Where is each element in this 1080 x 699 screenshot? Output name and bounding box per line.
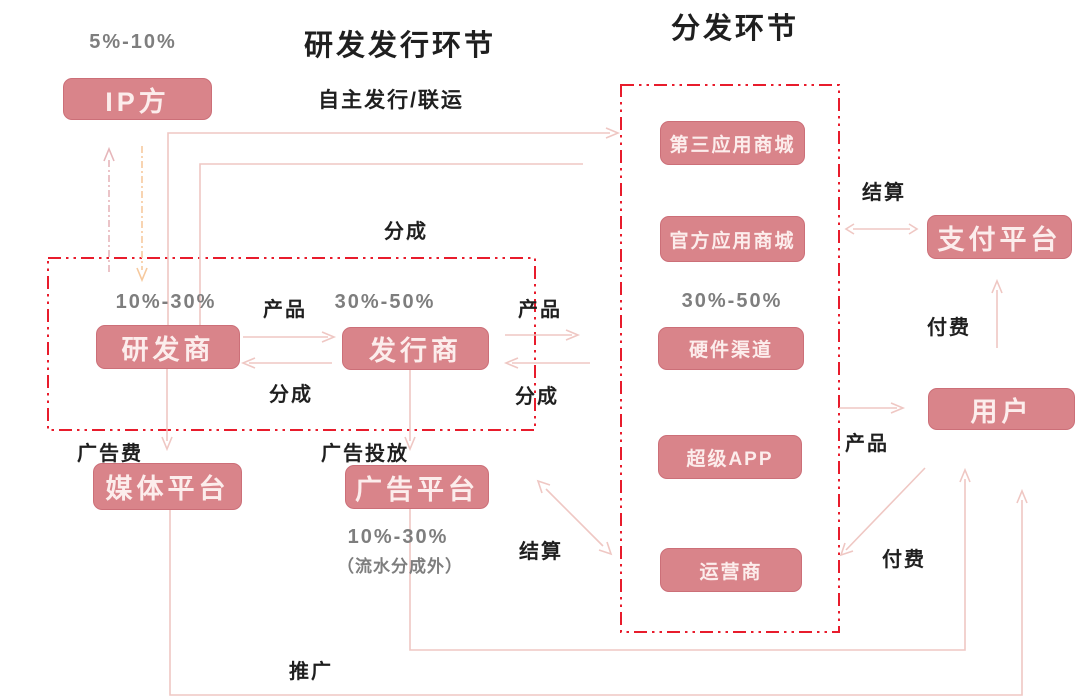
arrowhead-publisher-share: [503, 357, 519, 369]
media-to-user-line: [169, 500, 1023, 696]
node-super-app-label: 超级APP: [686, 448, 774, 470]
arrowhead-media: [161, 436, 173, 452]
node-hardware-channel-label: 硬件渠道: [688, 340, 773, 361]
node-third-party-store: 第三应用商城: [660, 121, 805, 165]
adplatform-operator-settle-line: [545, 488, 604, 547]
label-share-pub-dev: 分成: [269, 384, 313, 406]
node-ip: IP方: [63, 78, 212, 120]
node-hardware-channel: 硬件渠道: [658, 327, 804, 370]
node-media-platform-label: 媒体平台: [105, 474, 230, 504]
arrowhead-thirdparty: [605, 127, 621, 139]
pct-ip-share: 5%-10%: [89, 31, 177, 53]
developer-to-thirdparty-line: [167, 132, 610, 325]
arrowhead-user-product: [890, 402, 906, 414]
arrowhead-settle-left: [844, 223, 855, 235]
node-super-app: 超级APP: [658, 435, 802, 479]
label-settle-bottom: 结算: [519, 541, 563, 563]
pct-publisher-share: 30%-50%: [334, 291, 436, 313]
arrowhead-adplatform: [404, 436, 416, 452]
label-product-to-user: 产品: [845, 433, 889, 455]
node-official-store: 官方应用商城: [660, 216, 805, 262]
pct-ad-share-note: （流水分成外）: [337, 557, 463, 576]
node-operator: 运营商: [660, 548, 802, 592]
arrowhead-settle-right: [908, 223, 919, 235]
node-ip-label: IP方: [105, 86, 170, 117]
arrowhead-payment: [991, 278, 1003, 294]
user-to-operator-pay-line: [845, 467, 926, 551]
label-share-top: 分成: [384, 221, 428, 243]
pct-developer-share: 10%-30%: [115, 291, 217, 313]
label-pay-top: 付费: [927, 317, 971, 339]
label-promotion: 推广: [289, 661, 333, 683]
label-product-dev-pub: 产品: [263, 299, 307, 321]
arrowhead-ip: [103, 146, 115, 162]
node-developer-label: 研发商: [121, 334, 215, 365]
arrowhead-developer: [240, 357, 256, 369]
pct-ad-share: 10%-30%: [347, 526, 449, 548]
label-ad-place: 广告投放: [321, 443, 409, 465]
node-media-platform: 媒体平台: [93, 463, 242, 510]
node-third-party-store-label: 第三应用商城: [669, 134, 796, 156]
arrowhead-publisher: [321, 331, 337, 343]
rd-publishing-dashed-box: [47, 257, 536, 431]
node-official-store-label: 官方应用商城: [669, 230, 796, 252]
node-user-label: 用户: [970, 396, 1033, 427]
pct-channel-share: 30%-50%: [681, 290, 783, 312]
arrowhead-channel: [565, 329, 581, 341]
node-user: 用户: [928, 388, 1075, 430]
share-return-line: [199, 163, 583, 325]
arrowhead-user-promo2: [959, 467, 971, 483]
label-ad-fee: 广告费: [77, 443, 143, 465]
arrowhead-settle-up: [536, 479, 551, 494]
arrowhead-user-promo1: [1016, 488, 1028, 504]
node-payment-platform: 支付平台: [927, 215, 1072, 259]
adplatform-to-user-line: [409, 479, 966, 651]
node-ad-platform: 广告平台: [345, 465, 489, 509]
section-title-rd-publishing: 研发发行环节: [303, 30, 497, 62]
label-product-pub-right: 产品: [518, 299, 562, 321]
node-operator-label: 运营商: [699, 561, 763, 583]
label-pay-bottom: 付费: [882, 549, 926, 571]
node-publisher-label: 发行商: [369, 336, 462, 366]
label-self-publish: 自主发行/联运: [318, 89, 464, 112]
node-ad-platform-label: 广告平台: [355, 474, 479, 505]
arrowhead-settle-down: [598, 541, 613, 556]
node-publisher: 发行商: [342, 327, 489, 370]
distribution-dashed-box: [620, 84, 840, 633]
node-payment-platform-label: 支付平台: [937, 224, 1062, 255]
arrowhead-operator: [839, 542, 854, 557]
arrowhead-developer-ip: [136, 267, 148, 283]
label-share-right-pub: 分成: [515, 386, 559, 408]
node-developer: 研发商: [96, 325, 240, 369]
label-settle-top: 结算: [862, 182, 906, 204]
section-title-distribution: 分发环节: [670, 13, 800, 45]
